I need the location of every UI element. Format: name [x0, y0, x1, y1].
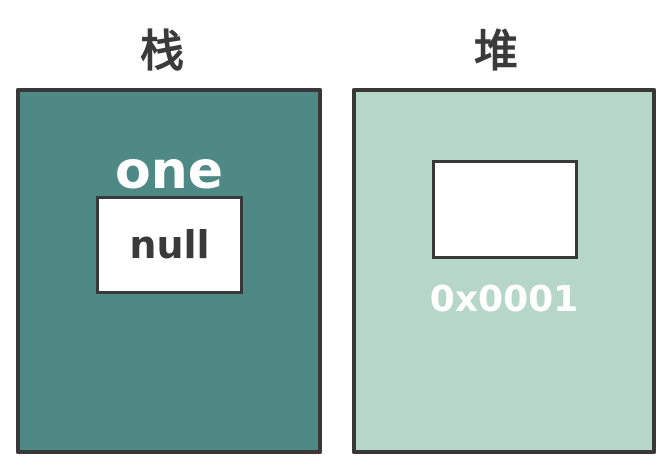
heap-title: 堆: [474, 26, 518, 77]
stack-title: 栈: [140, 26, 184, 77]
heap-address: 0x0001: [429, 279, 579, 320]
stack-value: null: [129, 223, 210, 267]
stack-value-box: null: [96, 196, 243, 294]
variable-name: one: [114, 141, 223, 201]
heap-panel: [352, 88, 656, 454]
heap-object-box: [432, 160, 578, 259]
